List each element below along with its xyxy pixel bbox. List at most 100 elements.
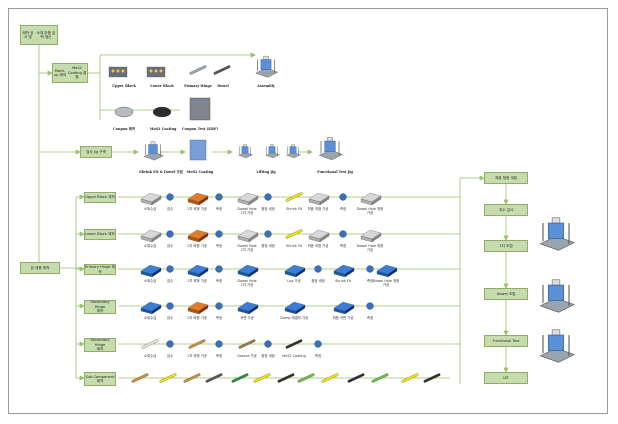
box-design-production-line2: 소재 부품 입력 생산	[36, 30, 56, 39]
step-label: Dowel Hole 최종 가공	[356, 207, 384, 215]
step-part	[238, 339, 256, 349]
device-body	[289, 146, 297, 154]
step-node	[339, 193, 347, 201]
block-bolt	[116, 69, 120, 73]
device-top	[243, 144, 247, 147]
arrow-head	[79, 341, 85, 347]
step-label: 청정 세정	[311, 279, 325, 283]
rod-body	[213, 65, 231, 75]
part-side	[344, 267, 355, 278]
rod-body	[238, 339, 256, 349]
part-side	[198, 267, 209, 278]
row-label-lower-block: Lower Block 제작	[84, 229, 116, 240]
arrow-head	[503, 283, 509, 289]
right-box-text: Functional Test	[492, 338, 520, 343]
step-part	[187, 192, 209, 206]
pic-lifting-jig-2	[265, 144, 280, 159]
step-part	[237, 229, 259, 243]
step-part	[237, 192, 259, 206]
rod-body	[371, 373, 389, 383]
arrow-head	[75, 149, 81, 155]
box-functional-test: Functional Test	[484, 335, 528, 347]
arrow-head	[47, 70, 53, 76]
label-primary-hinge: Primary Hinge	[184, 84, 212, 88]
step-node	[339, 230, 347, 238]
step-label: 측정	[215, 279, 223, 283]
device-body	[268, 146, 276, 154]
rod-body	[297, 373, 315, 383]
pic-upper-block	[108, 66, 128, 78]
step-part	[140, 301, 162, 315]
rod-body	[285, 339, 303, 349]
sub-component-part	[347, 373, 365, 383]
device-top	[327, 137, 333, 142]
row-label-text: Upper Block 제작	[85, 195, 115, 200]
step-label: Dowel Hole 1차 가공	[237, 244, 257, 252]
step-node	[215, 302, 223, 310]
step-node	[166, 193, 174, 201]
row-label-primary-hinge: Primary Hinge 제작	[84, 264, 116, 275]
step-label: 1차 외형 가공	[187, 207, 207, 211]
step-label: Shrink Fit	[286, 207, 302, 211]
step-label: 소재수급	[143, 316, 157, 320]
step-part	[360, 192, 382, 206]
box-main-product: 본 제품 제작	[20, 262, 60, 274]
step-label: 검수	[166, 279, 174, 283]
step-part	[187, 301, 209, 315]
step-label: Lug 가공	[287, 279, 301, 283]
step-part	[333, 264, 355, 278]
device-body	[547, 284, 565, 301]
part-side	[371, 195, 382, 206]
part-side	[151, 304, 162, 315]
step-label: 측정	[314, 354, 322, 358]
rod-body	[401, 373, 419, 383]
step-part	[140, 192, 162, 206]
device-body	[547, 222, 565, 239]
step-part	[237, 301, 259, 315]
pic-coupon-coated	[152, 106, 172, 118]
part-side	[151, 267, 162, 278]
step-label: 청정 세정	[261, 354, 275, 358]
part-side	[387, 267, 398, 278]
label-dowel: Dowel	[217, 84, 229, 88]
pic-primary-hinge	[189, 65, 207, 75]
step-node	[166, 265, 174, 273]
sub-component-part	[131, 373, 149, 383]
part-side	[198, 232, 209, 243]
arrow-head	[227, 149, 233, 155]
step-node	[166, 230, 174, 238]
arrow-head	[133, 149, 139, 155]
box-final-cleaning: 최종 청정 세정	[484, 172, 528, 184]
part-side	[198, 195, 209, 206]
device-top	[270, 144, 274, 147]
step-label: 검수	[166, 244, 174, 248]
arrow-head	[79, 303, 85, 309]
right-box-text: 1차 조립	[499, 243, 513, 248]
box-mockup-line2: MoS2 Coating 결합	[67, 66, 87, 80]
step-label: Dowel Hole 최종 가공	[356, 244, 384, 252]
device-top	[263, 55, 269, 60]
part-side	[295, 267, 306, 278]
step-label: 최종 외형 가공	[307, 244, 329, 248]
device-top	[551, 279, 561, 286]
diagram-frame	[8, 8, 608, 414]
row-label-text: Primary Hinge 제작	[85, 265, 115, 274]
device-top	[551, 217, 561, 224]
step-part	[187, 264, 209, 278]
step-part	[360, 229, 382, 243]
block-bolt	[159, 69, 163, 73]
step-label: 측정	[215, 316, 223, 320]
step-label: 소재수급	[143, 207, 157, 211]
right-box-text: IAT	[503, 375, 509, 380]
part-side	[248, 195, 259, 206]
device-top	[291, 144, 295, 147]
part-side	[151, 195, 162, 206]
pic-functional-jig	[318, 137, 344, 161]
arrow-head	[79, 231, 85, 237]
block-bolt	[154, 69, 158, 73]
sub-component-part	[183, 373, 201, 383]
sub-component-part	[205, 373, 223, 383]
label-functional-test-jig: Functional Test Jig	[317, 170, 353, 174]
step-label: 검수	[166, 316, 174, 320]
